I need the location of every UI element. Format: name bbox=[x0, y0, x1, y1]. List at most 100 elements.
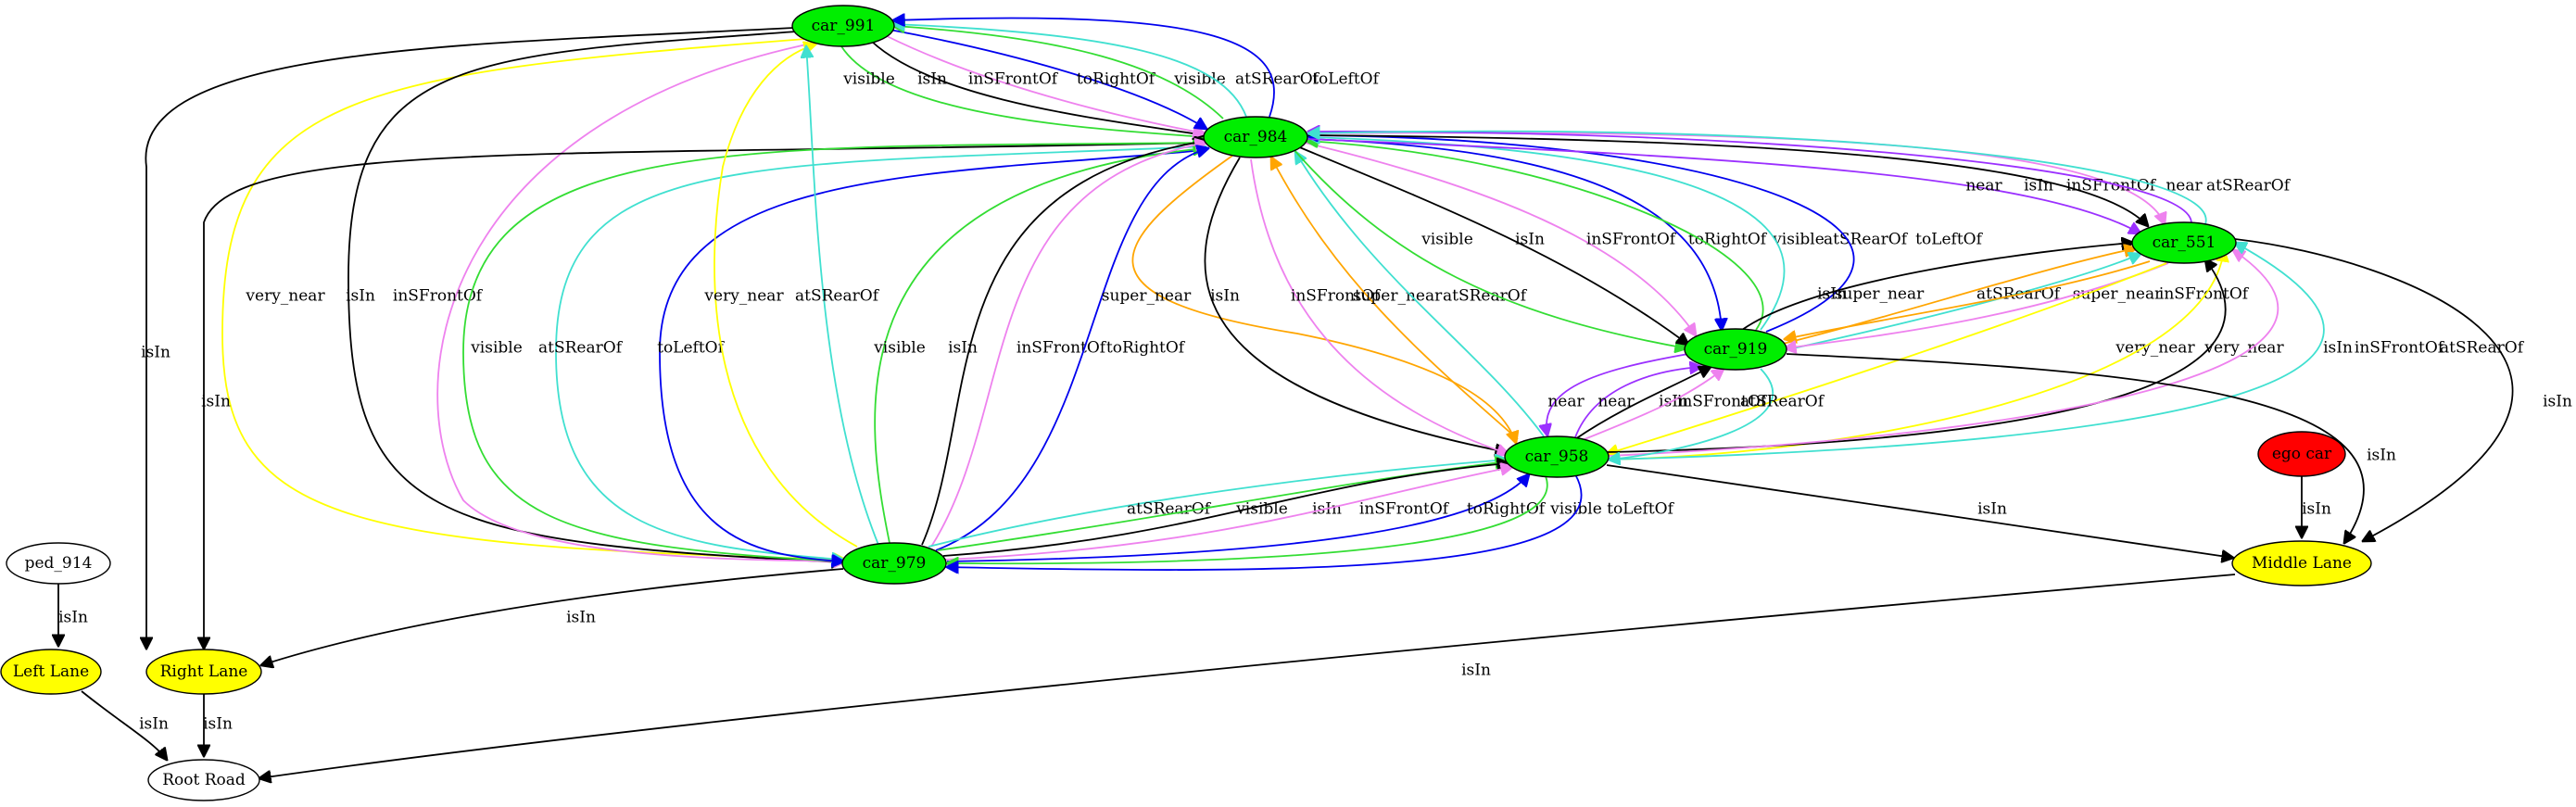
node-car-979: car_979 bbox=[841, 542, 947, 585]
edge-car_979-toRightOf-car_984: toRightOf bbox=[935, 148, 1208, 551]
edge-car_919-isIn-car_551: isIn bbox=[1741, 243, 2133, 331]
edge-label: isIn bbox=[346, 287, 375, 306]
edge-line bbox=[1296, 145, 1688, 345]
node-shape bbox=[6, 542, 111, 585]
edge-line bbox=[1574, 367, 1701, 438]
node-car-551: car_551 bbox=[2131, 221, 2237, 264]
edge-label: atSRearOf bbox=[2440, 339, 2525, 358]
edge-label: toLeftOf bbox=[1312, 70, 1380, 89]
edge-label: isIn bbox=[2024, 177, 2053, 195]
edge-car_979-very_near-car_991: very_near bbox=[703, 44, 858, 548]
node-ped-914: ped_914 bbox=[6, 542, 111, 585]
edge-car_551-isIn-middle_lane: isIn bbox=[2234, 238, 2572, 541]
edge-label: toRightOf bbox=[1106, 339, 1186, 358]
edge-line bbox=[1608, 250, 2279, 457]
node-shape bbox=[841, 542, 947, 585]
edge-label: very_near bbox=[703, 287, 784, 306]
edge-line bbox=[1786, 353, 2365, 543]
edge-label: visible bbox=[470, 339, 523, 358]
edge-label: isIn bbox=[58, 609, 88, 627]
edge-line bbox=[870, 40, 1205, 135]
edge-label: atSRearOf bbox=[1127, 500, 1212, 519]
edge-line bbox=[1741, 243, 2133, 331]
edge-line bbox=[874, 148, 1205, 544]
edge-line bbox=[944, 467, 1512, 561]
edge-line bbox=[935, 148, 1208, 551]
node-right-lane: Right Lane bbox=[145, 649, 262, 695]
edge-car_551-atSRearOf-car_984: atSRearOf bbox=[1308, 132, 2292, 225]
edge-label: visible bbox=[842, 70, 895, 89]
edge-label: inSFrontOf bbox=[1677, 393, 1768, 411]
edge-label: isIn bbox=[203, 715, 233, 734]
node-shape bbox=[2257, 431, 2346, 477]
edge-car_984-isIn-car_958: isIn bbox=[1204, 157, 1507, 452]
node-shape bbox=[1504, 435, 1610, 478]
edge-car_958-very_near-car_551: very_near bbox=[1608, 250, 2284, 460]
edge-line bbox=[259, 574, 2236, 778]
node-label: Middle Lane bbox=[2252, 554, 2352, 573]
node-label: car_958 bbox=[1525, 448, 1589, 466]
edge-line bbox=[1607, 262, 2167, 454]
edge-ped_914-isIn-left_lane: isIn bbox=[58, 584, 88, 646]
edge-car_919-near-car_958: near bbox=[1547, 353, 1689, 435]
edge-line bbox=[1308, 132, 2192, 223]
edge-label: atSRearOf bbox=[1824, 231, 1909, 249]
edge-label: toRightOf bbox=[1467, 500, 1547, 519]
edge-line bbox=[884, 34, 1205, 133]
edge-car_979-isIn-right_lane: isIn bbox=[261, 568, 844, 665]
edge-label: near bbox=[1597, 393, 1635, 411]
edge-label: isIn bbox=[1461, 662, 1491, 680]
edge-car_984-super_near-car_958: super_near bbox=[1102, 155, 1516, 443]
edge-line bbox=[1308, 132, 2207, 225]
edge-car_979-atSRearOf-car_958: atSRearOf bbox=[928, 460, 1507, 548]
edge-label: inSFrontOf bbox=[1586, 231, 1677, 249]
node-label: car_984 bbox=[1224, 128, 1288, 146]
edge-car_958-near-car_919: near bbox=[1574, 367, 1701, 438]
edge-line bbox=[462, 142, 1206, 561]
edge-label: near bbox=[2166, 177, 2203, 195]
edge-line bbox=[1307, 141, 1764, 331]
node-shape bbox=[1684, 328, 1787, 371]
node-shape bbox=[147, 759, 260, 801]
edge-line bbox=[1608, 250, 2224, 460]
edge-ego_car-isIn-middle_lane: isIn bbox=[2302, 476, 2331, 537]
edge-line bbox=[930, 143, 1206, 548]
edge-car_984-inSFrontOf-car_958: inSFrontOf bbox=[1250, 158, 1509, 454]
edge-line bbox=[1250, 158, 1509, 454]
edge-car_984-isIn-car_551: isIn bbox=[1307, 134, 2148, 226]
edge-label: atSRearOf bbox=[1443, 287, 1528, 306]
edge-label: isIn bbox=[1210, 287, 1240, 306]
edge-car_991-isIn-car_979: isIn bbox=[346, 31, 843, 562]
edge-car_984-visible-car_919: visible bbox=[1292, 147, 1686, 348]
node-car-919: car_919 bbox=[1684, 328, 1787, 371]
node-label: ego car bbox=[2272, 445, 2332, 463]
edge-label: inSFrontOf bbox=[393, 287, 484, 306]
edge-line bbox=[921, 141, 1206, 546]
edge-label: visible bbox=[1173, 70, 1226, 89]
edge-car_958-isIn-middle_lane: isIn bbox=[1606, 464, 2233, 558]
edge-car_984-atSRearOf-car_979: atSRearOf bbox=[538, 145, 1207, 560]
edge-car_984-isIn-car_919: isIn bbox=[1296, 145, 1688, 345]
node-shape bbox=[0, 649, 102, 695]
edge-line bbox=[1547, 353, 1689, 435]
edge-label: super_near bbox=[1835, 285, 1925, 304]
node-label: car_919 bbox=[1704, 340, 1768, 359]
edge-label: toRightOf bbox=[1077, 70, 1156, 89]
edge-car_958-toLeftOf-car_979: toLeftOf bbox=[947, 473, 1675, 570]
node-car-984: car_984 bbox=[1203, 116, 1308, 158]
edge-line bbox=[1307, 134, 2148, 226]
edge-label: inSFrontOf bbox=[2159, 285, 2250, 304]
edge-label: isIn bbox=[2302, 500, 2331, 519]
node-shape bbox=[145, 649, 262, 695]
edge-line bbox=[221, 38, 845, 560]
node-root-road: Root Road bbox=[147, 759, 260, 801]
edge-car_979-inSFrontOf-car_958: inSFrontOf bbox=[944, 467, 1512, 561]
edge-line bbox=[893, 26, 1224, 120]
edge-label: isIn bbox=[141, 344, 170, 362]
edge-car_919-isIn-middle_lane: isIn bbox=[1786, 353, 2396, 543]
node-shape bbox=[791, 5, 895, 47]
edge-label: visible bbox=[1772, 231, 1825, 249]
edge-line bbox=[1131, 155, 1516, 443]
edge-label: inSFrontOf bbox=[1017, 339, 1107, 358]
edge-line bbox=[1292, 147, 1686, 348]
